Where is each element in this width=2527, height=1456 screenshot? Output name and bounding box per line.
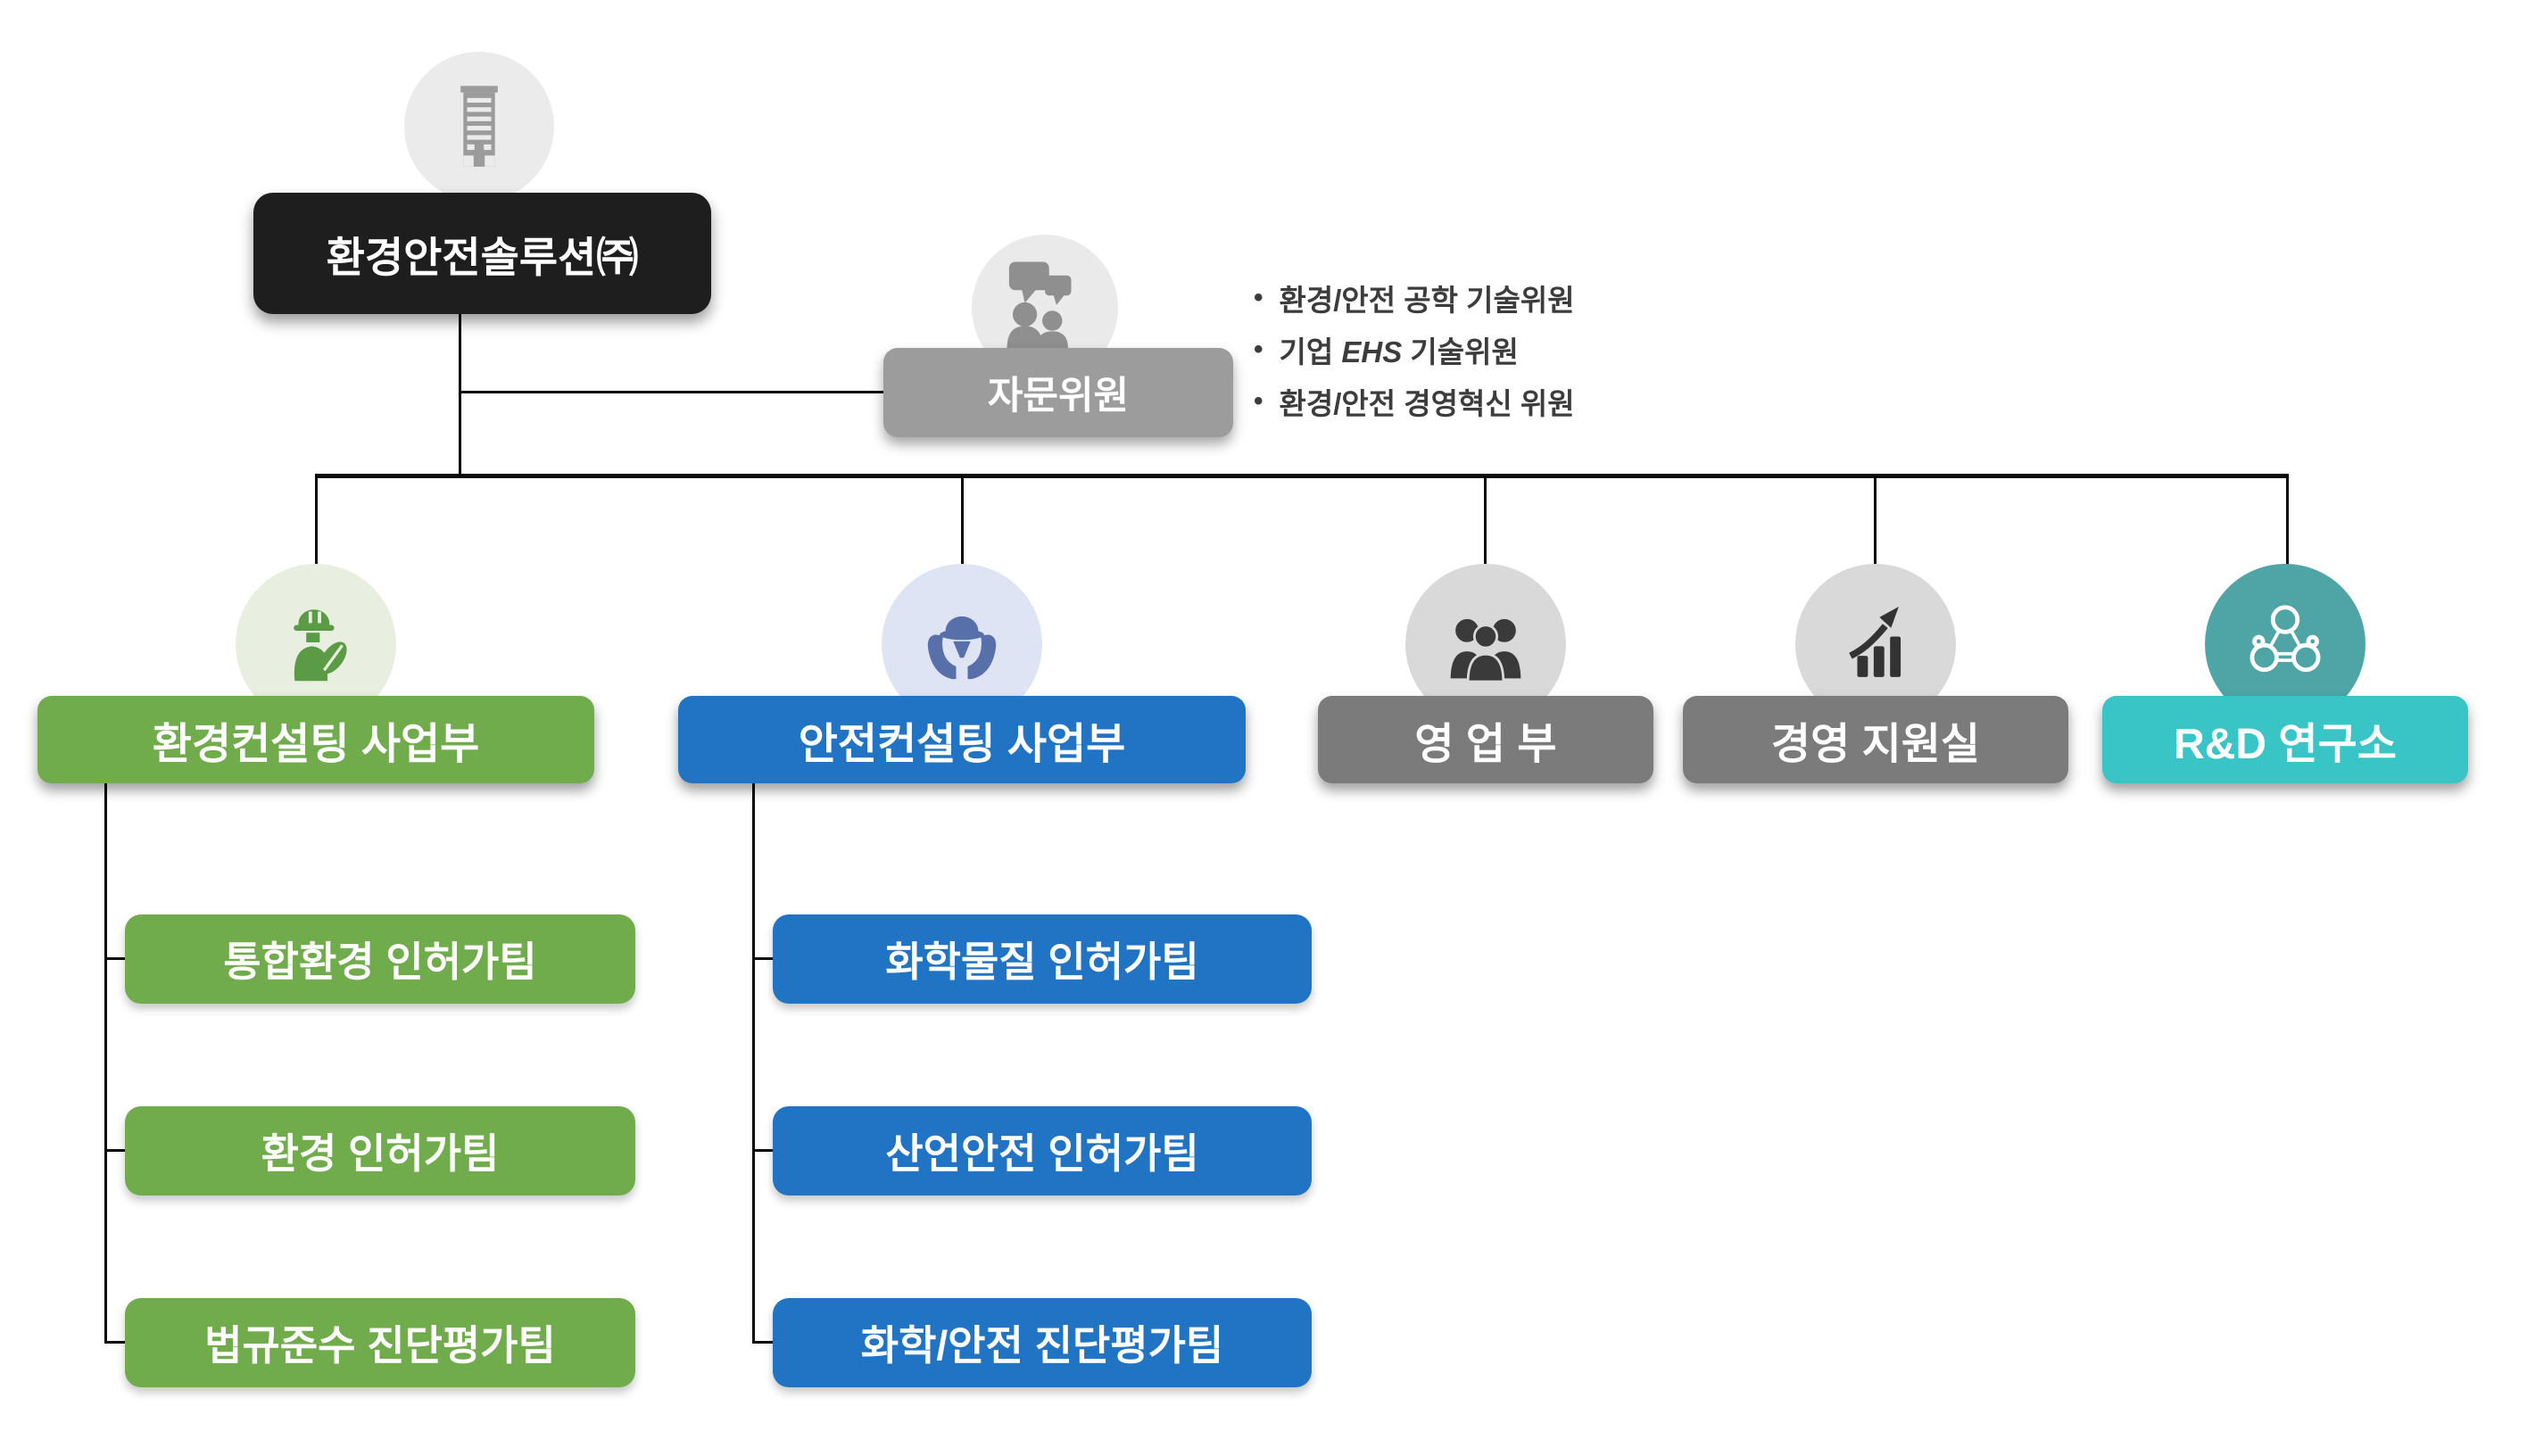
- safety-subtree-vertical-line: [752, 783, 755, 1344]
- dept-rnd: R&D 연구소: [2102, 696, 2468, 783]
- advisory-bullet-1: • 환경/안전 공학 기술위원: [1254, 278, 1575, 318]
- dept-safety-consulting-label: 안전컨설팅 사업부: [798, 721, 1126, 768]
- drop-line-env: [315, 476, 318, 589]
- root-company-box: 환경안전솔루션㈜: [253, 193, 711, 314]
- bullet-dot: •: [1254, 283, 1264, 312]
- bullet-dot: •: [1254, 335, 1264, 364]
- safety-stub-1: [752, 957, 775, 960]
- trunk-line: [315, 474, 2289, 478]
- team-env-permit-label: 환경 인허가팀: [261, 1130, 500, 1177]
- env-stub-2: [104, 1149, 128, 1152]
- hands-helmet-icon: [914, 594, 1010, 695]
- team-integrated-env-permit: 통합환경 인허가팀: [125, 914, 635, 1004]
- advisory-bullet-2-text: 기업 EHS 기술위원: [1279, 335, 1519, 368]
- building-icon: [433, 75, 526, 179]
- team-industrial-safety-permit-label: 산언안전 인허가팀: [885, 1130, 1199, 1177]
- team-integrated-env-permit-label: 통합환경 인허가팀: [223, 939, 537, 985]
- env-stub-1: [104, 957, 128, 960]
- molecule-icon: [2238, 595, 2332, 694]
- dept-management-support-label: 경영 지원실: [1770, 721, 1981, 768]
- team-compliance-assessment-label: 법규준수 진단평가팀: [204, 1322, 556, 1369]
- advisory-label: 자문위원: [987, 375, 1130, 418]
- team-chem-safety-assessment-label: 화학/안전 진단평가팀: [860, 1322, 1224, 1369]
- advisory-bullet-1-text: 환경/안전 공학 기술위원: [1279, 284, 1575, 317]
- advisory-box: 자문위원: [883, 348, 1233, 437]
- drop-line-mgmt: [1874, 476, 1877, 589]
- advisory-bullet-3: • 환경/안전 경영혁신 위원: [1254, 382, 1575, 421]
- team-chemical-permit-label: 화학물질 인허가팀: [885, 939, 1199, 985]
- dept-sales: 영 업 부: [1318, 696, 1653, 783]
- dept-sales-label: 영 업 부: [1414, 721, 1557, 768]
- env-subtree-vertical-line: [104, 783, 107, 1344]
- people-icon: [1437, 593, 1535, 696]
- drop-line-rnd: [2286, 476, 2289, 589]
- dept-management-support: 경영 지원실: [1683, 696, 2068, 783]
- dept-env-consulting: 환경컨설팅 사업부: [37, 696, 594, 783]
- drop-line-sales: [1484, 476, 1487, 589]
- team-compliance-assessment: 법규준수 진단평가팀: [125, 1298, 635, 1387]
- dept-rnd-label: R&D 연구소: [2174, 721, 2397, 768]
- dept-env-consulting-label: 환경컨설팅 사업부: [152, 721, 480, 768]
- root-vertical-line: [459, 314, 461, 478]
- building-icon-circle: [404, 52, 554, 202]
- safety-stub-2: [752, 1149, 775, 1152]
- safety-stub-3: [752, 1341, 775, 1344]
- advisory-bullet-2: • 기업 EHS 기술위원: [1254, 330, 1575, 369]
- worker-leaf-icon: [268, 594, 364, 695]
- advisory-connector-line: [459, 391, 885, 393]
- team-industrial-safety-permit: 산언안전 인허가팀: [773, 1106, 1312, 1195]
- bullet-dot: •: [1254, 386, 1264, 416]
- env-stub-3: [104, 1341, 128, 1344]
- team-chem-safety-assessment: 화학/안전 진단평가팀: [773, 1298, 1312, 1387]
- team-env-permit: 환경 인허가팀: [125, 1106, 635, 1195]
- advisory-bullet-3-text: 환경/안전 경영혁신 위원: [1279, 387, 1575, 420]
- dept-safety-consulting: 안전컨설팅 사업부: [678, 696, 1246, 783]
- team-chemical-permit: 화학물질 인허가팀: [773, 914, 1312, 1004]
- root-company-label: 환경안전솔루션㈜: [326, 233, 639, 281]
- advisory-bullet-list: • 환경/안전 공학 기술위원 • 기업 EHS 기술위원 • 환경/안전 경영…: [1254, 278, 1575, 434]
- advisory-chat-people-icon: [992, 253, 1098, 363]
- drop-line-safety: [961, 476, 964, 589]
- growth-chart-icon: [1827, 594, 1924, 695]
